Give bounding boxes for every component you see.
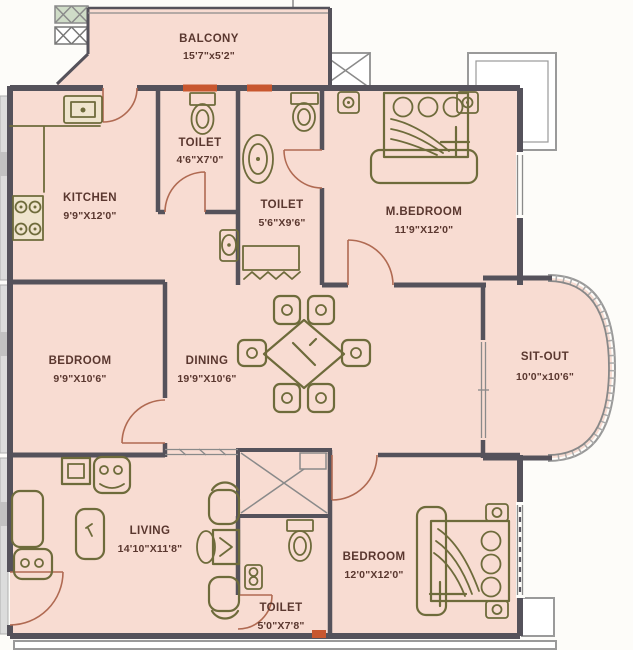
room-label-living: LIVING xyxy=(130,525,171,537)
door-arc-bedroom-left xyxy=(121,399,166,444)
balcony-floor xyxy=(57,8,330,88)
door-arc-main-entrance xyxy=(9,571,64,626)
armchair-icon xyxy=(92,455,132,495)
room-dims-kitchen: 9'9"X12'0" xyxy=(63,210,116,222)
room-label-toilet-common: TOILET xyxy=(260,199,303,211)
room-labels: BALCONY 15'7"x5'2" KITCHEN 9'9"X12'0" TO… xyxy=(49,33,574,632)
room-label-toilet-bottom: TOILET xyxy=(259,602,302,614)
kitchen-fixtures xyxy=(9,95,103,241)
walls xyxy=(7,6,552,639)
living-furniture xyxy=(10,455,241,620)
toilet-top-fixtures xyxy=(189,92,216,135)
bedroom-right-bed-icon xyxy=(415,503,511,619)
service-shaft-icon xyxy=(236,448,332,518)
door-arc-bedroom-right xyxy=(331,454,378,501)
room-dims-toilet-common: 5'6"X9'6" xyxy=(258,217,305,229)
room-dims-master-bedroom: 11'9"X12'0" xyxy=(395,224,454,236)
bottom-sill xyxy=(13,640,557,650)
room-label-kitchen: KITCHEN xyxy=(63,192,117,204)
mbedroom-window xyxy=(516,155,524,215)
door-arc-toilet-bottom xyxy=(237,594,273,630)
door-arc-master-bedroom xyxy=(347,239,394,286)
wc-icon xyxy=(286,519,314,562)
sit-out-floor xyxy=(483,278,612,458)
shower-tray-icon xyxy=(242,245,301,280)
door-arc-toilet-common xyxy=(283,149,323,189)
balcony-window-sill xyxy=(247,84,272,92)
sink-icon xyxy=(63,95,103,124)
room-dims-sit-out: 10'0"x10'6" xyxy=(516,371,574,383)
room-dims-toilet-top: 4'6"X7'0" xyxy=(176,154,223,166)
room-label-bedroom-left: BEDROOM xyxy=(49,355,112,367)
washbasin-icon xyxy=(242,134,274,184)
room-label-master-bedroom: M.BEDROOM xyxy=(386,206,462,218)
room-label-toilet-top: TOILET xyxy=(178,137,221,149)
shaft-boxes-icon xyxy=(54,5,89,45)
door-arc-toilet-top xyxy=(164,171,206,213)
wc-icon xyxy=(290,92,319,132)
balcony-door-sill xyxy=(183,84,217,92)
bedroom-right-window xyxy=(516,505,524,595)
toilet-common-fixtures xyxy=(242,92,319,280)
room-label-bedroom-right: BEDROOM xyxy=(343,551,406,563)
room-label-sit-out: SIT-OUT xyxy=(521,351,569,363)
kitchen-counter xyxy=(9,125,101,193)
room-dims-living: 14'10"X11'8" xyxy=(118,543,183,555)
room-dims-toilet-bottom: 5'0"X7'8" xyxy=(257,620,304,632)
room-dims-bedroom-right: 12'0"X12'0" xyxy=(344,569,403,581)
room-label-dining: DINING xyxy=(186,355,229,367)
sit-out-railing xyxy=(547,274,617,462)
coffee-table-icon xyxy=(74,507,106,561)
side-table-icon xyxy=(60,456,92,486)
toilet-bottom-fixtures xyxy=(244,519,314,590)
curved-sofa-icon xyxy=(196,481,241,620)
dining-table-icon xyxy=(236,294,372,414)
door-swings xyxy=(9,87,394,630)
master-bed-icon xyxy=(337,91,479,185)
corridor-basin-icon xyxy=(219,229,239,262)
toilet-vent xyxy=(312,630,326,638)
sofa-icon xyxy=(10,489,54,581)
room-dims-dining: 19'9"X10'6" xyxy=(177,373,236,385)
door-arc-balcony xyxy=(102,87,138,123)
windows xyxy=(165,84,525,638)
room-label-balcony: BALCONY xyxy=(179,33,239,45)
stove-icon xyxy=(12,195,44,241)
room-dims-bedroom-left: 9'9"X10'6" xyxy=(53,373,106,385)
room-dims-balcony: 15'7"x5'2" xyxy=(183,50,235,62)
wc-icon xyxy=(189,92,216,135)
geyser-icon xyxy=(244,564,263,590)
